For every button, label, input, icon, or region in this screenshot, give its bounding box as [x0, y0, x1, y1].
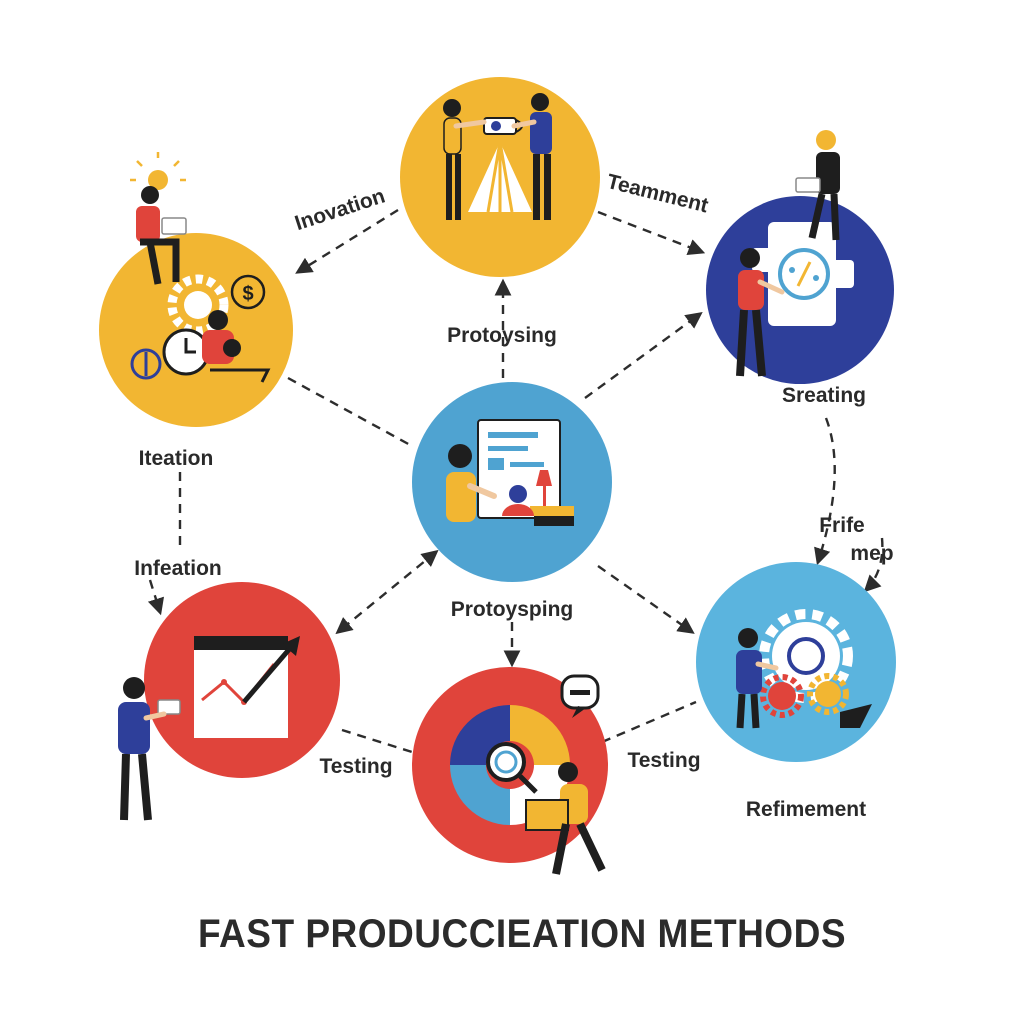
tool-icon [840, 704, 872, 728]
node-bottom-left [118, 582, 340, 821]
connector-left-to-center [287, 376, 413, 448]
label-mep: mep [850, 542, 893, 565]
node-bottom-right [696, 562, 896, 762]
connector-bottom-to-bottom-right [601, 700, 697, 744]
clock-icon [162, 328, 210, 376]
woman-figure [443, 99, 487, 220]
connector-right-down-2 [863, 537, 884, 593]
connector-top-to-right [597, 210, 706, 256]
label-protoysping: Protoysping [451, 598, 574, 621]
connector-group [147, 208, 884, 754]
node-bottom [412, 667, 608, 875]
node-left: $ [99, 152, 293, 427]
label-testing-right: Testing [627, 749, 700, 772]
books-icon [530, 506, 574, 526]
pointing-man-figure [118, 677, 181, 821]
engineer-figure [736, 628, 779, 729]
bulb-icon [130, 152, 186, 190]
laptop-person-figure [795, 130, 840, 241]
connector-right-down [814, 417, 836, 566]
label-protoysing: Protoysing [447, 324, 557, 347]
standing-person-figure [736, 248, 785, 377]
presenter-figure [446, 444, 497, 522]
lamp-icon [536, 470, 552, 508]
minus-speech-icon [560, 674, 600, 718]
label-testing-left: Testing [319, 755, 392, 778]
carrying-person-figure [525, 762, 606, 875]
dollar-icon: $ [230, 274, 266, 310]
node-right [706, 130, 894, 384]
svg-text:$: $ [242, 283, 253, 305]
audience-figure [502, 485, 534, 516]
worker-figure [202, 310, 271, 383]
presentation-board [477, 419, 561, 519]
connector-bottom-left-to-bottom [341, 728, 413, 754]
gear-icon [167, 274, 229, 336]
sitting-person-figure [136, 186, 187, 285]
label-infeation: Infeation [134, 557, 222, 580]
connector-center-to-bottom-left [335, 549, 439, 635]
label-teamment: Teamment [605, 170, 711, 217]
diagram-title: FAST PRODUCCIEATION METHODS [198, 912, 846, 956]
label-iteation: Iteation [139, 447, 214, 470]
man-figure [511, 93, 552, 220]
label-sreating: Sreating [782, 384, 866, 407]
node-top [400, 77, 600, 277]
chart-board [194, 636, 288, 738]
label-inovation: Inovation [292, 184, 388, 235]
connector-center-to-bottom-right [597, 565, 695, 634]
connector-center-to-right [584, 312, 703, 399]
trend-arrow-icon [242, 636, 300, 704]
puzzle-board [752, 222, 854, 326]
tripod-illustration [468, 117, 532, 213]
currency-icon [130, 348, 162, 380]
label-frife: Frife [819, 514, 865, 537]
small-gear-icon [760, 673, 849, 718]
magnifier-icon [486, 742, 538, 794]
label-refimement: Refimement [746, 798, 866, 821]
connector-left-down-2 [147, 579, 165, 616]
node-center [412, 382, 612, 582]
large-gear-icon [759, 609, 853, 703]
connector-top-to-left [295, 208, 399, 274]
